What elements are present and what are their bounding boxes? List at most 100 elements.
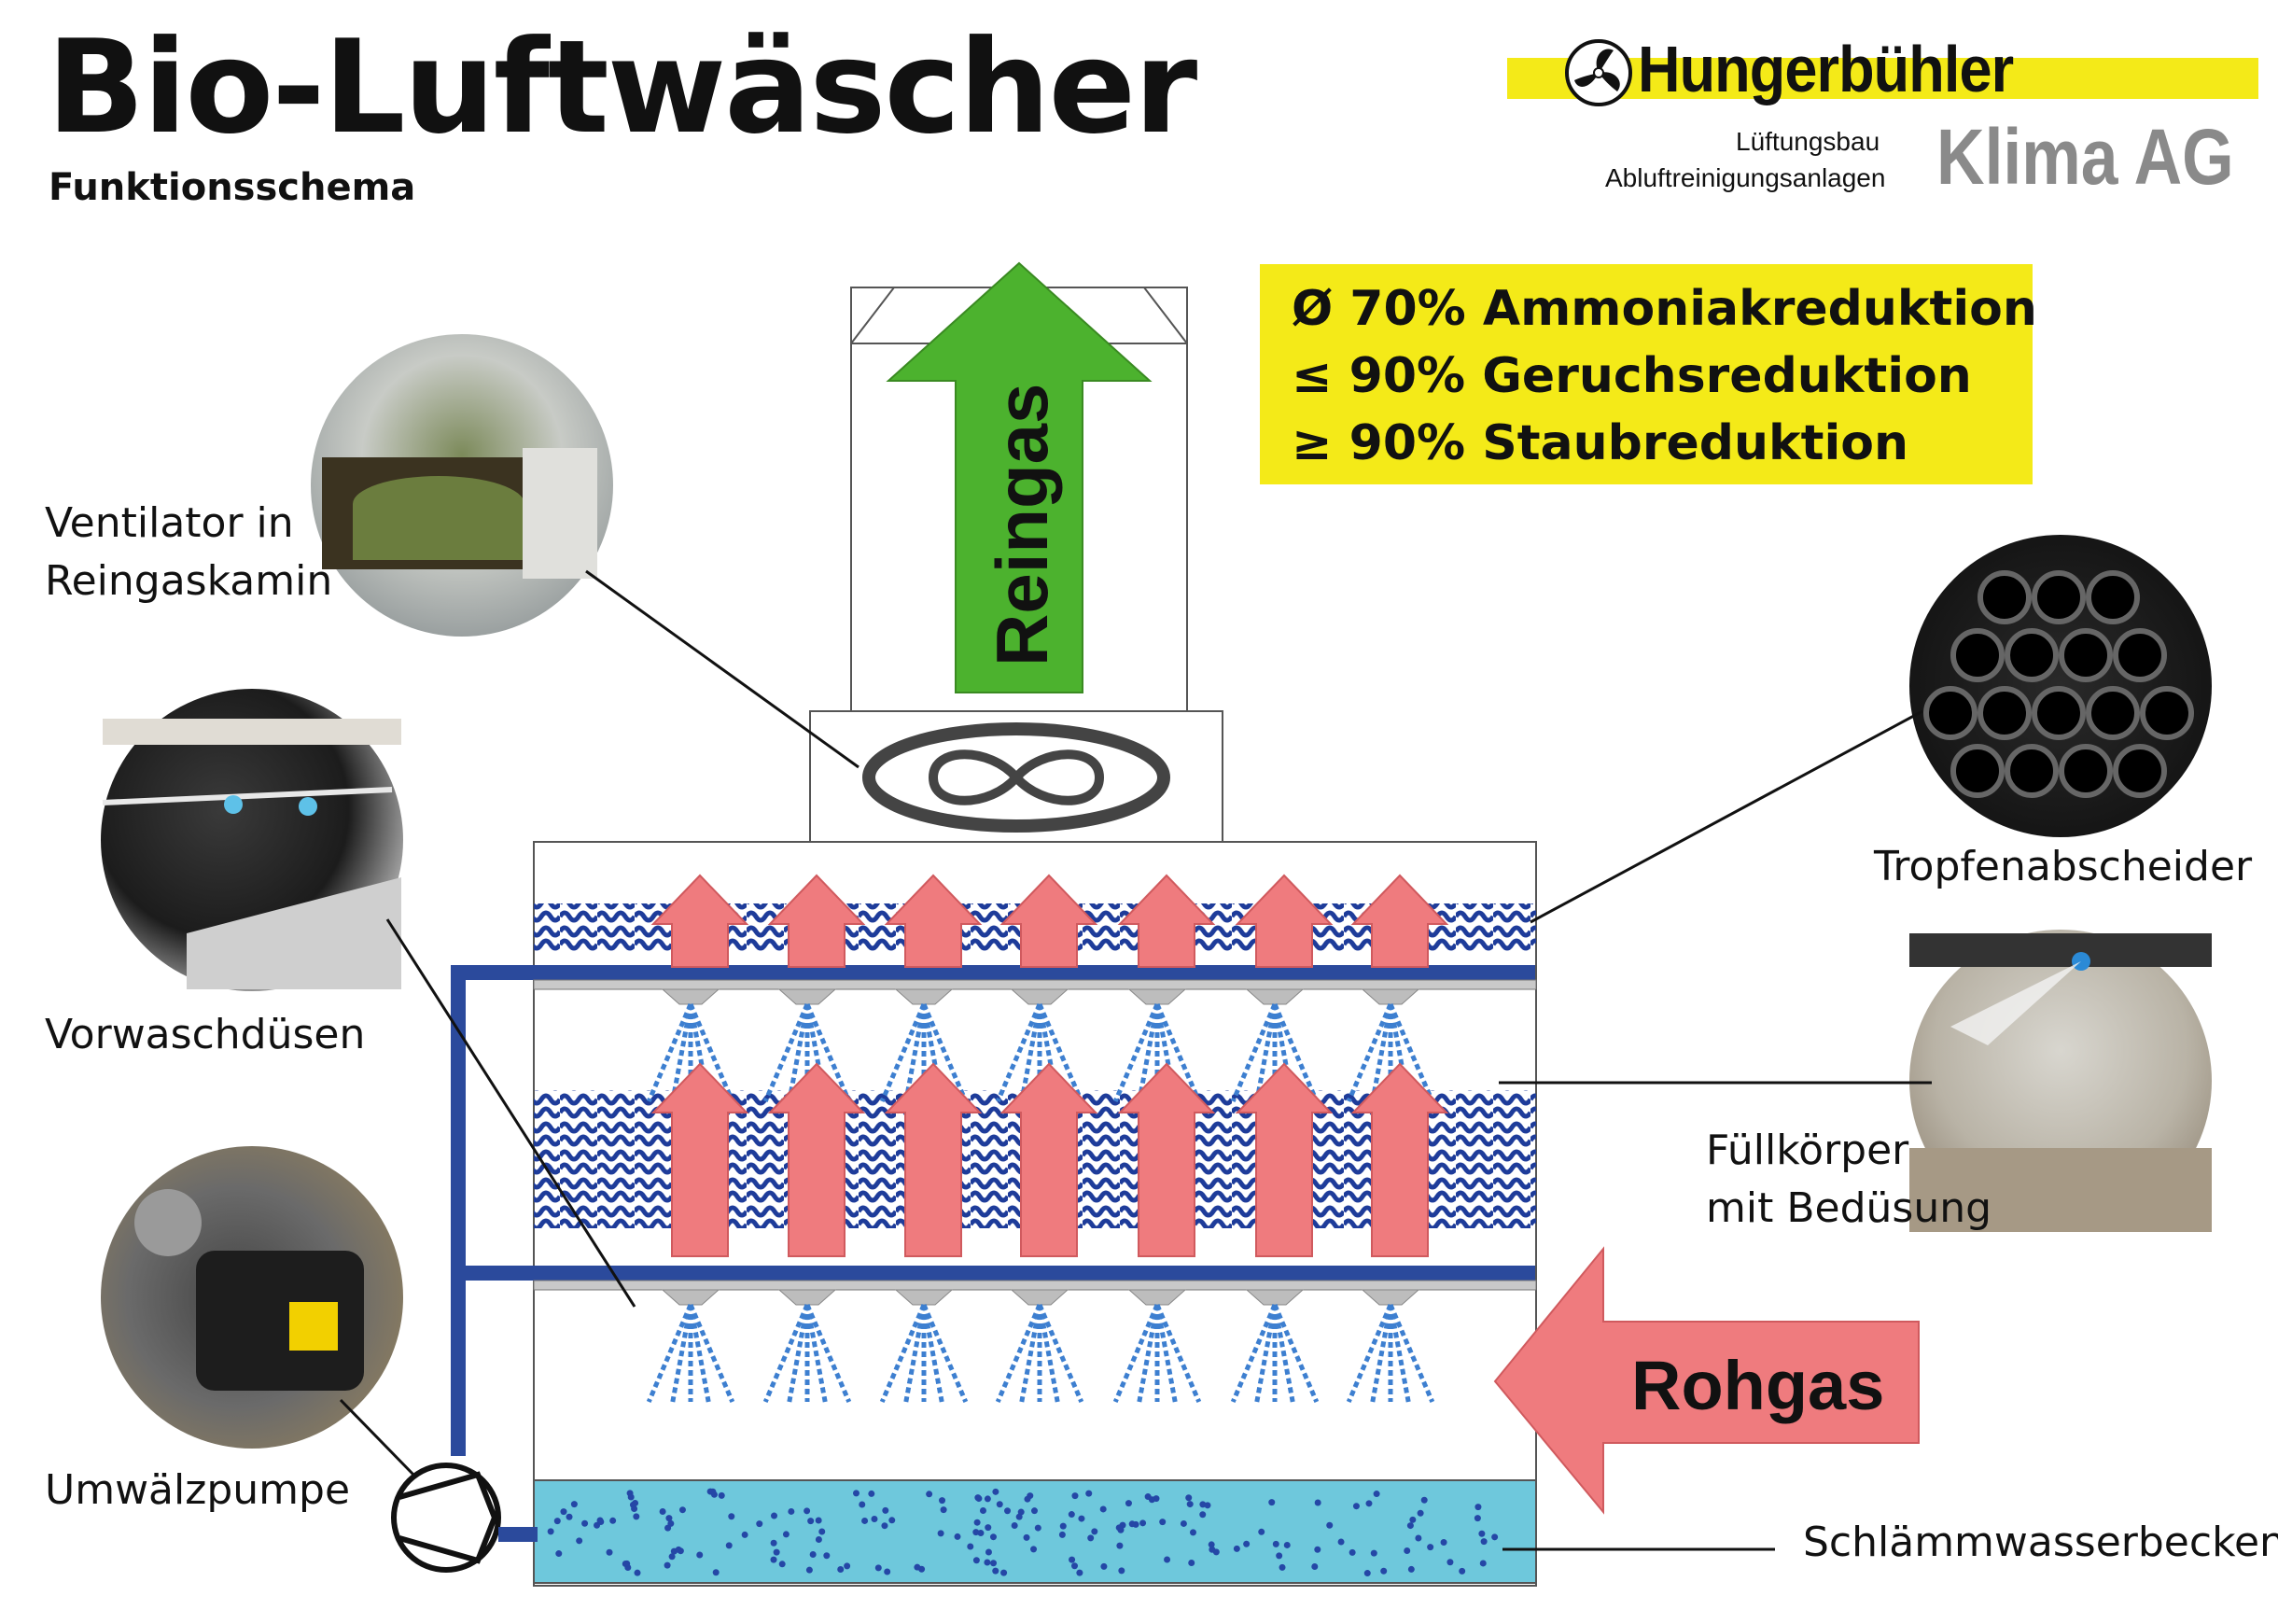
particle: [725, 1542, 733, 1549]
particle: [818, 1528, 826, 1535]
airflow-arrow: [1350, 1062, 1449, 1257]
spray-jet: [1346, 1304, 1393, 1403]
spray-jet: [921, 1003, 969, 1102]
spray-jet: [1154, 1304, 1202, 1403]
particle: [1268, 1499, 1276, 1506]
particle: [1099, 1505, 1107, 1513]
particle: [633, 1513, 640, 1520]
particle: [668, 1553, 676, 1561]
particle: [874, 1564, 882, 1572]
particle: [1023, 1533, 1030, 1541]
particle: [973, 1519, 981, 1526]
particle: [712, 1569, 720, 1576]
logo-name: Hungerbühler: [1638, 33, 2014, 105]
label-fan-line-1: Ventilator in: [45, 499, 294, 547]
spray-jet: [688, 1304, 735, 1403]
fan-ring: [862, 722, 1170, 833]
particle: [1116, 1542, 1124, 1549]
spray-jet: [1112, 1003, 1160, 1102]
nozzle: [1361, 988, 1420, 1005]
performance-ammonia: Ø 70% Ammoniakreduktion: [1292, 281, 2037, 337]
separator-tube: [2032, 686, 2086, 740]
spray-jet: [787, 1003, 810, 1102]
spray-jet: [1037, 1003, 1084, 1102]
particle: [1208, 1541, 1215, 1548]
particle: [788, 1507, 795, 1515]
particle: [566, 1513, 573, 1520]
label-packing-line-1: Füllkörper: [1706, 1127, 1909, 1174]
logo-subline-1: Lüftungsbau: [1736, 127, 1880, 156]
particle: [1148, 1496, 1155, 1504]
particle: [1380, 1567, 1388, 1575]
lower-nozzles: [646, 1289, 1435, 1403]
particle: [718, 1491, 725, 1499]
spray-jet: [1272, 1304, 1320, 1403]
particle: [634, 1569, 641, 1576]
particle: [852, 1490, 859, 1497]
particle: [576, 1537, 583, 1545]
nozzle: [1010, 1289, 1069, 1306]
particle: [918, 1565, 926, 1573]
upper-pipe: [462, 965, 1535, 980]
airflow-arrows-top: [650, 874, 1449, 968]
particle: [1243, 1540, 1251, 1547]
sludge-basin: [533, 1479, 1537, 1584]
fan-housing: [809, 710, 1223, 843]
particle: [1030, 1546, 1038, 1553]
spray-jet: [995, 1003, 1042, 1102]
particle: [770, 1556, 777, 1563]
photo-pump: [101, 1146, 403, 1449]
spray-jet: [1019, 1304, 1042, 1403]
particle: [706, 1488, 714, 1495]
nozzle: [777, 988, 837, 1005]
particle: [1199, 1511, 1207, 1519]
separator-tube: [1950, 628, 2005, 682]
particle: [631, 1505, 638, 1513]
particle: [773, 1548, 780, 1556]
particle: [1128, 1520, 1136, 1528]
performance-box: Ø 70% Ammoniakreduktion ≤ 90% Geruchsred…: [1260, 264, 2037, 484]
particle: [741, 1531, 748, 1538]
particle: [1478, 1530, 1486, 1537]
particle: [1352, 1503, 1360, 1510]
particle: [1115, 1524, 1123, 1532]
particle: [1076, 1569, 1083, 1576]
particle: [823, 1552, 831, 1560]
particle: [1474, 1515, 1481, 1522]
label-fan-line-2: Reingaskamin: [45, 557, 333, 605]
particle: [1440, 1538, 1447, 1546]
spray-jet: [1037, 1003, 1060, 1102]
spray-jet: [670, 1304, 693, 1403]
spray-jet: [1388, 1304, 1411, 1403]
particle: [815, 1536, 822, 1544]
particle: [1446, 1559, 1454, 1566]
airflow-arrow: [650, 1062, 749, 1257]
particle: [1337, 1538, 1345, 1546]
clean-gas-label: Reingas: [981, 384, 1063, 666]
particle: [1459, 1567, 1466, 1575]
particle: [1314, 1546, 1321, 1553]
particle: [985, 1524, 992, 1532]
particle: [1420, 1496, 1428, 1504]
airflow-arrow: [884, 1062, 983, 1257]
particle: [756, 1520, 763, 1528]
particle: [1058, 1531, 1066, 1538]
airflow-arrow: [1235, 1062, 1334, 1257]
nozzle: [777, 1289, 837, 1306]
chimney: [850, 287, 1188, 712]
particle: [1071, 1562, 1079, 1570]
particle: [975, 1495, 983, 1503]
particle: [837, 1566, 845, 1573]
particle: [1118, 1567, 1125, 1575]
performance-dust: ≥ 90% Staubreduktion: [1292, 415, 1909, 471]
particle: [1164, 1556, 1171, 1563]
label-fan: Ventilator in Reingaskamin: [45, 495, 332, 610]
particle: [1139, 1519, 1147, 1527]
fan-symbol-icon: [928, 749, 1105, 805]
particle: [884, 1568, 891, 1575]
particle: [940, 1506, 947, 1514]
spray-jet: [1154, 1003, 1202, 1102]
particle: [1404, 1547, 1411, 1555]
particle: [1144, 1493, 1152, 1501]
particle: [937, 1530, 944, 1537]
